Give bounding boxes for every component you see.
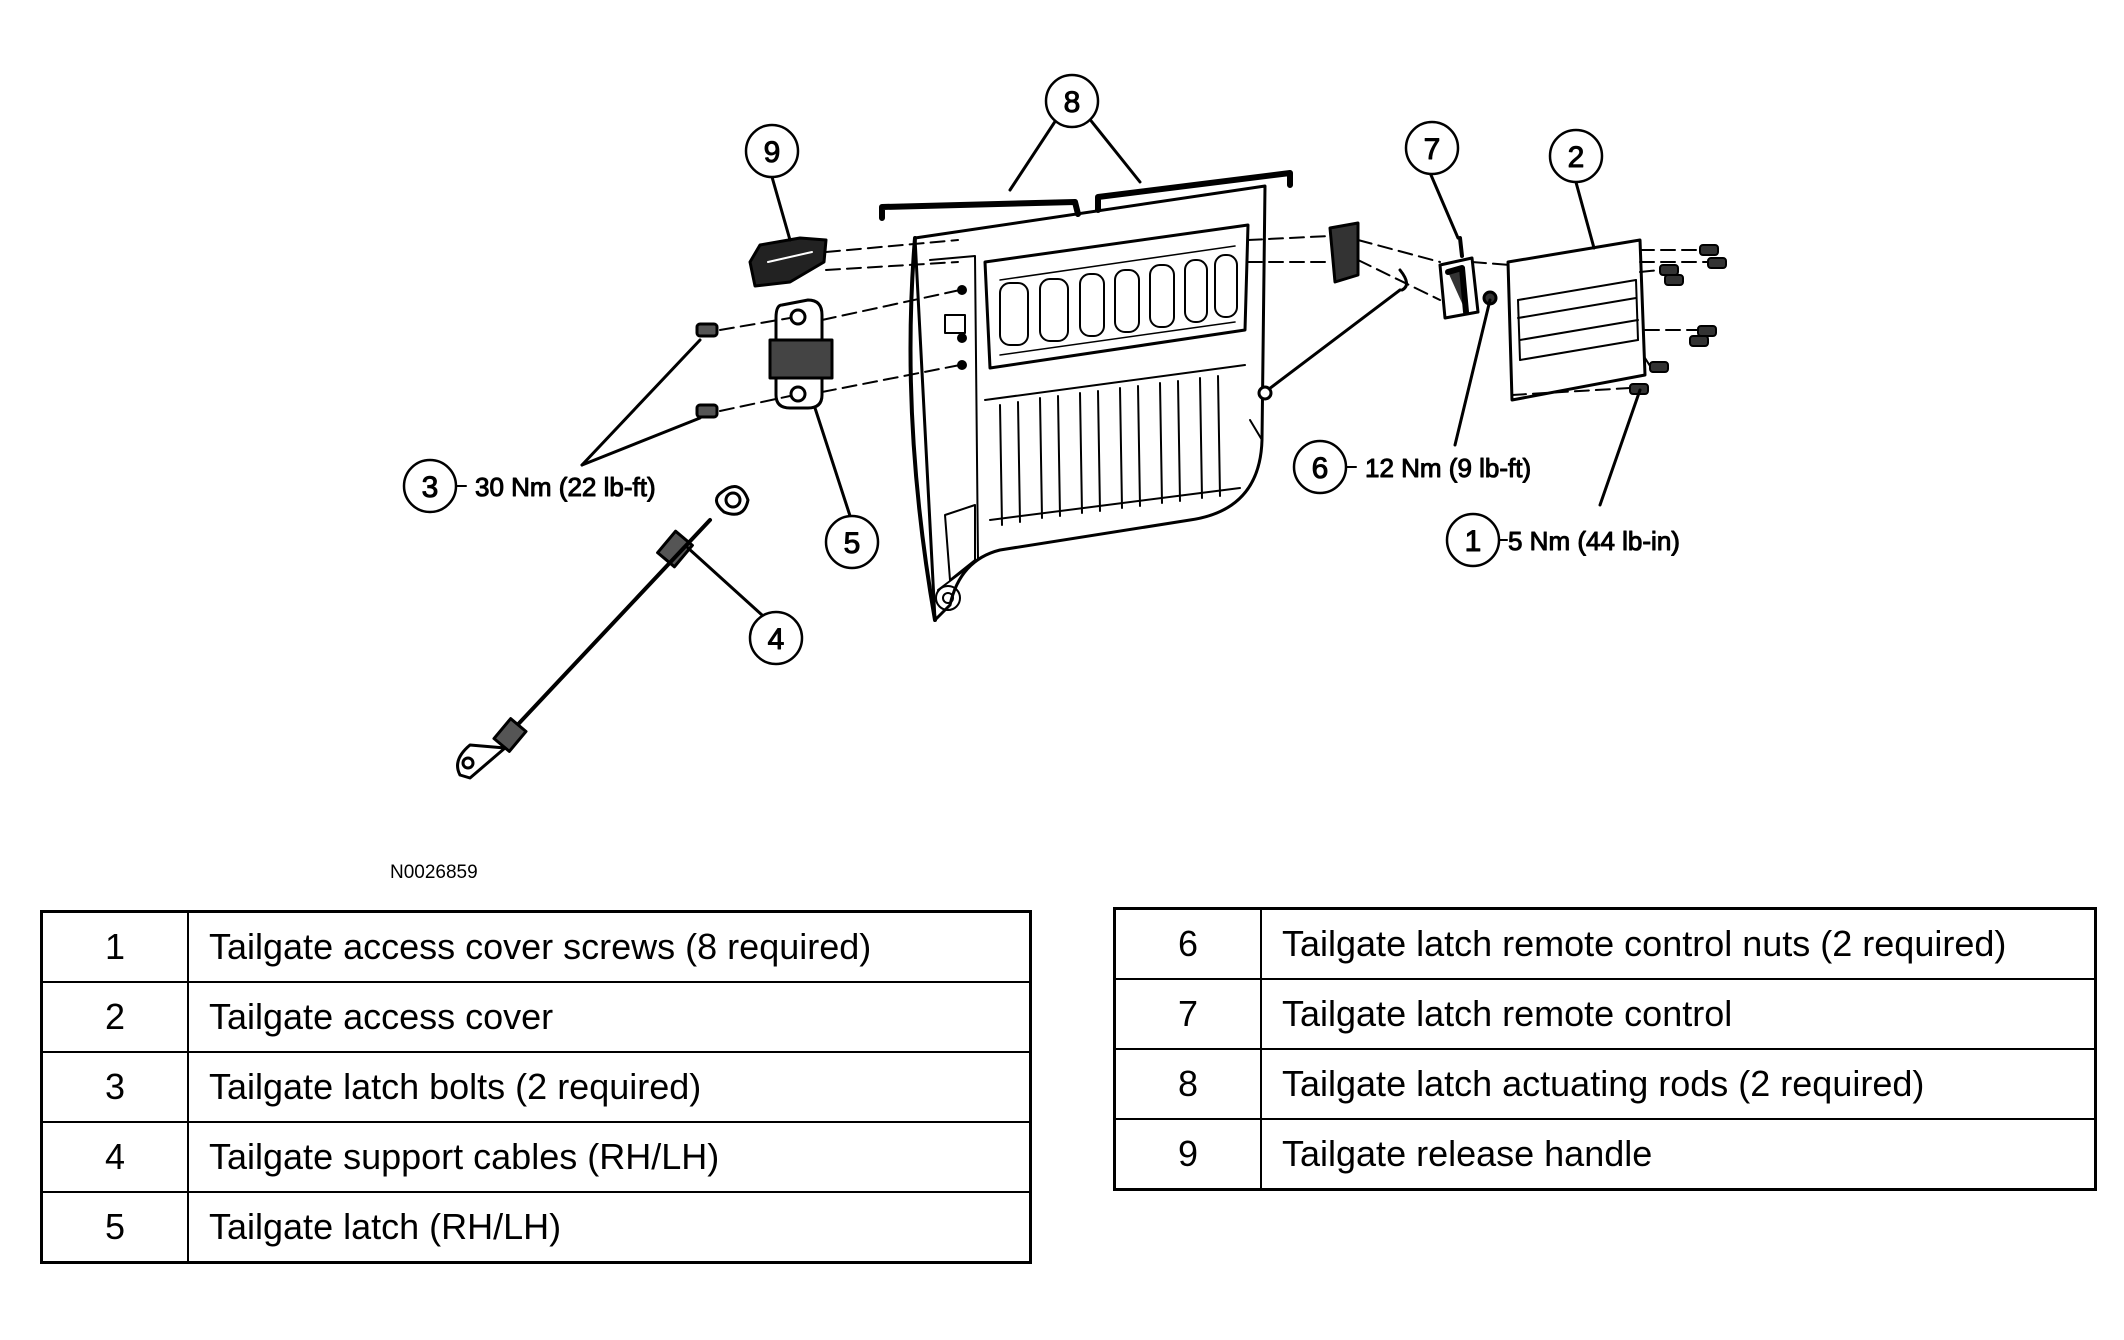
legend-description: Tailgate support cables (RH/LH) bbox=[187, 1121, 1032, 1193]
leader-lines bbox=[580, 115, 1642, 617]
legend-description: Tailgate release handle bbox=[1260, 1118, 2097, 1191]
legend-description: Tailgate latch bolts (2 required) bbox=[187, 1051, 1032, 1123]
release-handle bbox=[748, 236, 828, 288]
callout-7: 7 bbox=[1404, 120, 1460, 176]
callout-4: 4 bbox=[748, 610, 804, 666]
legend-table-right: 6 Tailgate latch remote control nuts (2 … bbox=[1113, 907, 2097, 1191]
figure-id: N0026859 bbox=[390, 862, 478, 883]
support-cable bbox=[456, 485, 750, 780]
legend-number: 1 bbox=[40, 910, 189, 983]
actuating-rods bbox=[879, 170, 1293, 221]
torque-spec-1: 5 Nm (44 lb-in) bbox=[1508, 526, 1680, 556]
table-row: 2 Tailgate access cover bbox=[40, 981, 1032, 1053]
legend-table-left: 1 Tailgate access cover screws (8 requir… bbox=[40, 910, 1032, 1264]
table-row: 9 Tailgate release handle bbox=[1113, 1118, 2097, 1191]
legend-description: Tailgate latch actuating rods (2 require… bbox=[1260, 1048, 2097, 1120]
legend-number: 4 bbox=[40, 1121, 189, 1193]
alignment-lines bbox=[719, 235, 1709, 412]
legend-description: Tailgate access cover bbox=[187, 981, 1032, 1053]
legend-number: 3 bbox=[40, 1051, 189, 1123]
latch-bolts bbox=[695, 322, 719, 419]
tailgate-panel bbox=[908, 184, 1267, 622]
svg-text:6: 6 bbox=[1312, 452, 1329, 485]
callout-9: 9 bbox=[744, 123, 800, 179]
callout-6: 6 12 Nm (9 lb-ft) bbox=[1292, 439, 1532, 495]
legend-number: 7 bbox=[1113, 978, 1262, 1050]
svg-text:3: 3 bbox=[422, 471, 439, 504]
legend-description: Tailgate latch (RH/LH) bbox=[187, 1191, 1032, 1264]
exploded-view-diagram: 1 5 Nm (44 lb-in) 2 3 30 Nm (22 lb-ft) 4… bbox=[402, 73, 1727, 780]
table-row: 4 Tailgate support cables (RH/LH) bbox=[40, 1121, 1032, 1193]
legend-number: 6 bbox=[1113, 907, 1262, 980]
access-cover bbox=[1506, 238, 1647, 402]
callout-2: 2 bbox=[1548, 128, 1604, 184]
table-row: 3 Tailgate latch bolts (2 required) bbox=[40, 1051, 1032, 1123]
callout-3: 3 30 Nm (22 lb-ft) bbox=[402, 458, 656, 514]
legend-description: Tailgate latch remote control bbox=[1260, 978, 2097, 1050]
callout-1: 1 5 Nm (44 lb-in) bbox=[1445, 512, 1680, 568]
svg-text:7: 7 bbox=[1424, 133, 1441, 166]
table-row: 6 Tailgate latch remote control nuts (2 … bbox=[1113, 907, 2097, 980]
cover-screws bbox=[1629, 244, 1727, 395]
legend-description: Tailgate access cover screws (8 required… bbox=[187, 910, 1032, 983]
callout-5: 5 bbox=[824, 514, 880, 570]
remote-control bbox=[1257, 221, 1498, 401]
table-row: 5 Tailgate latch (RH/LH) bbox=[40, 1191, 1032, 1264]
legend-number: 8 bbox=[1113, 1048, 1262, 1120]
legend-number: 5 bbox=[40, 1191, 189, 1264]
legend-description: Tailgate latch remote control nuts (2 re… bbox=[1260, 907, 2097, 980]
svg-text:8: 8 bbox=[1064, 86, 1081, 119]
svg-text:1: 1 bbox=[1465, 525, 1482, 558]
callout-8: 8 bbox=[1044, 73, 1100, 129]
legend-number: 2 bbox=[40, 981, 189, 1053]
svg-text:2: 2 bbox=[1568, 141, 1585, 174]
tailgate-latch bbox=[768, 298, 834, 410]
table-row: 8 Tailgate latch actuating rods (2 requi… bbox=[1113, 1048, 2097, 1120]
legend-number: 9 bbox=[1113, 1118, 1262, 1191]
torque-spec-6: 12 Nm (9 lb-ft) bbox=[1365, 453, 1531, 483]
svg-text:5: 5 bbox=[844, 527, 861, 560]
table-row: 7 Tailgate latch remote control bbox=[1113, 978, 2097, 1050]
table-row: 1 Tailgate access cover screws (8 requir… bbox=[40, 910, 1032, 983]
svg-text:4: 4 bbox=[768, 623, 785, 656]
svg-text:9: 9 bbox=[764, 136, 781, 169]
torque-spec-3: 30 Nm (22 lb-ft) bbox=[475, 472, 656, 502]
